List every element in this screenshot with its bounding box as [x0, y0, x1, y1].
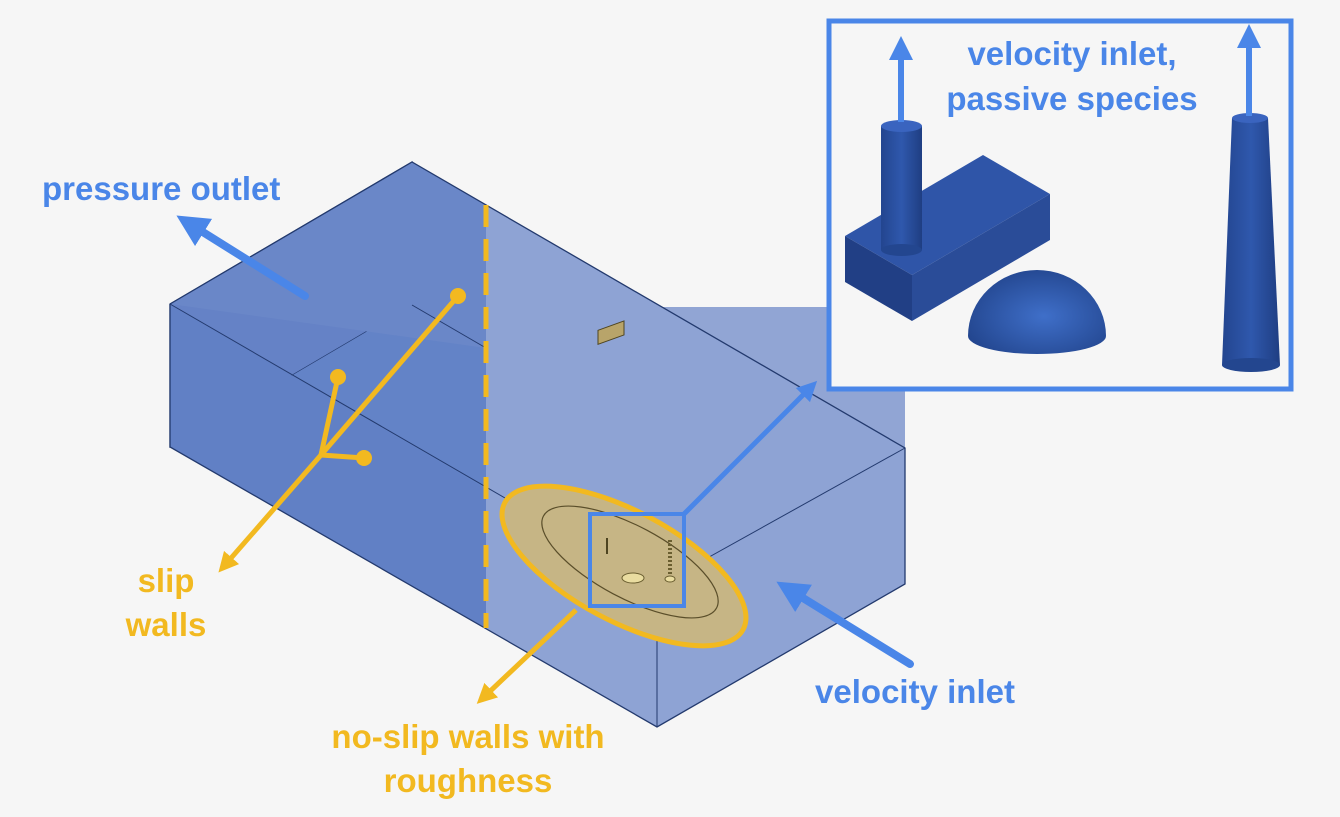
pressure-outlet-arrow	[176, 215, 309, 300]
inset-panel: velocity inlet, passive species	[826, 18, 1294, 392]
inset-tall-stack	[1222, 118, 1280, 365]
inset-dome	[968, 270, 1106, 354]
slip-walls-arrow	[218, 453, 323, 573]
velocity-inlet-label: velocity inlet	[815, 673, 1015, 710]
domain-top-left	[170, 162, 486, 348]
slip-pointer-dot-2	[330, 369, 346, 385]
domain-box	[169, 160, 906, 728]
inset-tall-stack-top	[1232, 113, 1268, 123]
slip-walls-pointer	[218, 288, 466, 573]
slip-walls-label-line2: walls	[125, 606, 207, 643]
domain-edge-inner-3	[411, 304, 487, 349]
domain-edges	[169, 161, 906, 728]
inset-building-side	[912, 194, 1050, 321]
domain-front-left	[170, 304, 486, 628]
velocity-inlet-arrow	[776, 581, 914, 668]
no-slip-walls-arrow	[476, 608, 578, 704]
inset-label-line1: velocity inlet,	[967, 35, 1176, 72]
slip-pointer-dot-1	[450, 288, 466, 304]
slip-walls-label-line1: slip	[138, 562, 195, 599]
mini-stack-2-base	[664, 575, 676, 583]
inset-label-line2: passive species	[946, 80, 1197, 117]
zoom-highlight-square	[588, 512, 686, 608]
zoom-connector-arrow	[682, 380, 818, 516]
no-slip-label-line1: no-slip walls with	[331, 718, 604, 755]
mini-building	[597, 320, 625, 346]
slip-pointer-dot-3	[356, 450, 372, 466]
inset-building-stack-top	[881, 120, 922, 132]
inset-building-stack	[881, 126, 922, 250]
pressure-outlet-label: pressure outlet	[42, 170, 280, 207]
mini-dome	[621, 572, 645, 584]
no-slip-label-line2: roughness	[384, 762, 553, 799]
roughness-disc-inner	[541, 505, 719, 619]
inset-building-front	[845, 236, 912, 321]
